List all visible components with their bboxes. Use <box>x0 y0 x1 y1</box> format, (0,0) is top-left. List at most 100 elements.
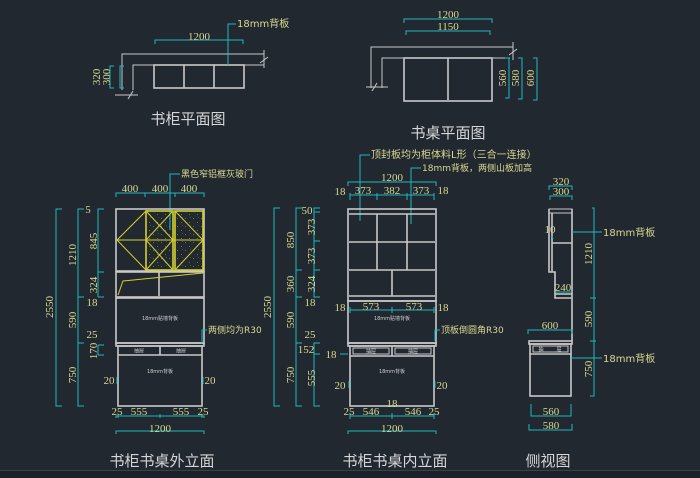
dim-tick <box>551 235 554 240</box>
drawer-label-left: 抽屉 <box>366 348 376 355</box>
break-mark <box>127 90 134 100</box>
inner-elevation-title: 书柜书桌内立面 <box>342 452 447 470</box>
dim-gap-right: 20 <box>437 380 449 392</box>
dim-324: 324 <box>88 276 100 293</box>
bookcase-plan-body <box>153 64 245 89</box>
door-swing-line <box>117 272 204 296</box>
note-back-panel-lower: 18mm背板 <box>603 352 655 365</box>
dim-step-240: 240 <box>555 282 572 294</box>
dim-bottom-25-left: 25 <box>344 406 356 418</box>
dim-750: 750 <box>67 366 79 383</box>
dim-5: 5 <box>85 204 91 216</box>
label-wall-back-panel: 18mm贴墙背板 <box>142 315 178 322</box>
note-back-panel: 18mm背板 <box>237 17 289 30</box>
outer-elevation-view: 400 400 400 黑色窄铝框灰玻门 18mm贴墙背板 抽屉 抽屉 18mm… <box>44 168 262 470</box>
break-mark <box>259 56 269 64</box>
note-back-panel: 18mm背板，两侧山板加高 <box>422 162 532 174</box>
dimension-line <box>55 208 62 407</box>
dim-1210: 1210 <box>583 243 595 266</box>
dim-bottom-555-left: 555 <box>131 406 148 418</box>
dim-25: 25 <box>87 329 99 341</box>
cabinet-profile <box>548 209 572 299</box>
dim-depth-600: 600 <box>525 69 537 86</box>
dim-depth-300: 300 <box>553 186 570 198</box>
dim-bottom-560: 560 <box>543 406 560 418</box>
dim-desk-side: 18 <box>326 349 338 361</box>
label-wall-back-panel: 18mm贴墙背板 <box>374 315 410 322</box>
side-view: 320 300 10 240 18mm背板 1210 590 750 600 抽… <box>525 176 655 470</box>
side-view-title: 侧视图 <box>525 452 570 470</box>
dim-top-1: 400 <box>122 183 139 195</box>
dim-total-height: 2550 <box>44 296 56 319</box>
note-back-panel-upper: 18mm背板 <box>603 226 655 239</box>
dim-bottom-25-right: 25 <box>429 406 441 418</box>
dimension-line <box>97 208 104 273</box>
dimension-line <box>403 18 493 23</box>
dim-desk-depth: 600 <box>542 320 559 332</box>
drawer-label-b: 屉 <box>556 347 561 353</box>
dimension-line <box>313 207 320 298</box>
leader-line <box>201 329 207 343</box>
dim-555: 555 <box>306 369 318 386</box>
dim-590: 590 <box>583 310 595 327</box>
dim-bottom-25-left: 25 <box>112 406 124 418</box>
dimension-line <box>77 208 84 407</box>
dimension-line <box>405 30 491 35</box>
dim-depth-outer: 320 <box>91 68 103 85</box>
dim-750: 750 <box>583 360 595 377</box>
dim-bottom-580: 580 <box>543 420 560 432</box>
dim-top-18-right: 18 <box>438 185 450 197</box>
dimension-line <box>530 404 572 417</box>
dim-590: 590 <box>285 311 297 328</box>
drawer-label-a: 抽 <box>538 346 543 353</box>
dim-590: 590 <box>67 311 79 328</box>
dimension-line <box>295 207 302 407</box>
dim-850: 850 <box>285 231 297 248</box>
leader-line <box>227 23 236 65</box>
drawer-left <box>352 347 390 355</box>
wall-outline-inner <box>381 57 510 88</box>
wall-outline <box>370 46 513 88</box>
dimension-line <box>549 195 573 200</box>
lower-shelf <box>115 271 205 298</box>
dim-depth-inner: 300 <box>101 68 113 85</box>
outer-elevation-title: 书柜书桌外立面 <box>109 452 214 470</box>
dimension-line <box>590 207 595 397</box>
drawer-label-right: 抽屉 <box>176 348 186 355</box>
dim-top-18-left: 18 <box>335 186 347 198</box>
dim-bottom-546-right: 546 <box>405 406 422 418</box>
label-desk-back-panel: 18mm背板 <box>379 368 405 375</box>
drawer <box>532 345 569 353</box>
dim-depth-320: 320 <box>553 176 570 188</box>
dim-152: 152 <box>298 344 315 356</box>
dimension-line <box>313 342 320 407</box>
note-glass-door: 黑色窄铝框灰玻门 <box>181 168 253 180</box>
dim-360: 360 <box>285 275 297 292</box>
inner-elevation-view: 顶封板均为柜体料L形（三合一连接） 18mm背板，两侧山板加高 1200 18 … <box>262 148 537 470</box>
dim-mid-18-right: 18 <box>438 302 450 314</box>
dim-top-382: 382 <box>384 185 401 197</box>
dimension-line <box>347 430 437 434</box>
top-panel <box>548 208 573 214</box>
dim-25: 25 <box>305 329 317 341</box>
leader-line <box>359 154 370 221</box>
dim-top-2: 400 <box>152 183 169 195</box>
dim-324: 324 <box>306 275 318 292</box>
note-radius: 顶板倒圆角R30 <box>441 324 504 336</box>
dim-373-b: 373 <box>306 247 318 264</box>
dim-373-a: 373 <box>306 218 318 235</box>
dim-total-height: 2550 <box>262 296 274 319</box>
note-radius: 两侧均为R30 <box>208 324 262 336</box>
dim-top-3: 400 <box>181 183 198 195</box>
dim-18: 18 <box>87 297 99 309</box>
dimension-line <box>505 57 510 99</box>
dim-total-width: 1200 <box>381 423 404 435</box>
drawer-right <box>394 347 432 355</box>
dim-mid-573-right: 573 <box>406 301 423 313</box>
dim-gap-left: 20 <box>104 375 116 387</box>
label-desk-back-panel: 18mm背板 <box>147 368 173 375</box>
dim-750: 750 <box>285 366 297 383</box>
dim-shelf-10: 10 <box>545 224 557 236</box>
dim-top-373-left: 373 <box>355 185 372 197</box>
bookcase-plan-title: 书柜平面图 <box>150 110 225 128</box>
